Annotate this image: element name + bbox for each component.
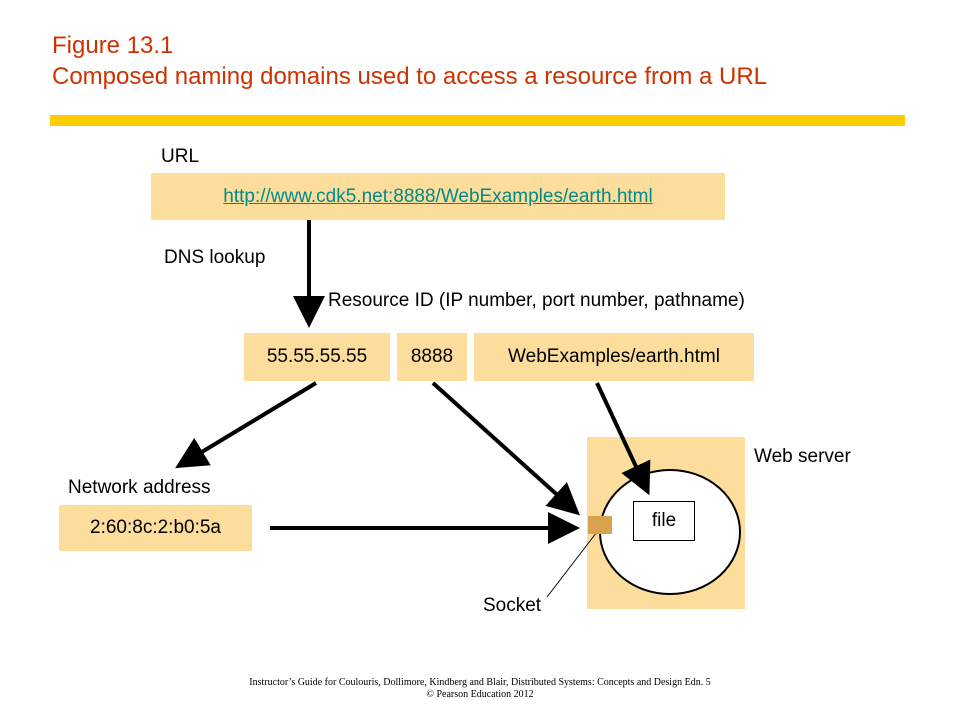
title-accent-rule — [50, 115, 905, 126]
figure-title: Figure 13.1 Composed naming domains used… — [52, 30, 767, 92]
ip-number-value: 55.55.55.55 — [266, 346, 368, 367]
port-number-box: 8888 — [397, 333, 467, 381]
file-box: file — [633, 501, 695, 541]
port-to-socket-arrow — [431, 381, 580, 516]
resource-id-label: Resource ID (IP number, port number, pat… — [328, 290, 745, 311]
url-link[interactable]: http://www.cdk5.net:8888/WebExamples/ear… — [223, 185, 653, 207]
footer-copyright: © Pearson Education 2012 — [426, 689, 534, 700]
network-address-box: 2:60:8c:2:b0:5a — [59, 505, 252, 551]
socket-label: Socket — [483, 595, 542, 616]
dns-lookup-label: DNS lookup — [164, 247, 266, 268]
ip-number-box: 55.55.55.55 — [244, 333, 390, 381]
url-box: http://www.cdk5.net:8888/WebExamples/ear… — [151, 173, 725, 220]
pathname-value: WebExamples/earth.html — [508, 346, 720, 367]
footer: Instructor’s Guide for Coulouris, Dollim… — [0, 677, 960, 701]
socket-marker — [588, 516, 612, 534]
network-address-value: 2:60:8c:2:b0:5a — [90, 517, 221, 538]
pathname-to-file-arrow — [595, 382, 651, 496]
web-server-label: Web server — [754, 446, 851, 467]
figure-caption: Composed naming domains used to access a… — [52, 63, 768, 90]
url-label: URL — [161, 146, 200, 167]
socket-pointer-line — [546, 527, 601, 598]
port-number-value: 8888 — [410, 346, 454, 367]
ip-to-network-address-arrow — [175, 381, 318, 469]
file-label: file — [651, 510, 677, 531]
footer-citation: Instructor’s Guide for Coulouris, Dollim… — [249, 677, 711, 688]
pathname-box: WebExamples/earth.html — [474, 333, 754, 381]
figure-number: Figure 13.1 — [52, 32, 174, 59]
network-address-label: Network address — [68, 477, 211, 498]
